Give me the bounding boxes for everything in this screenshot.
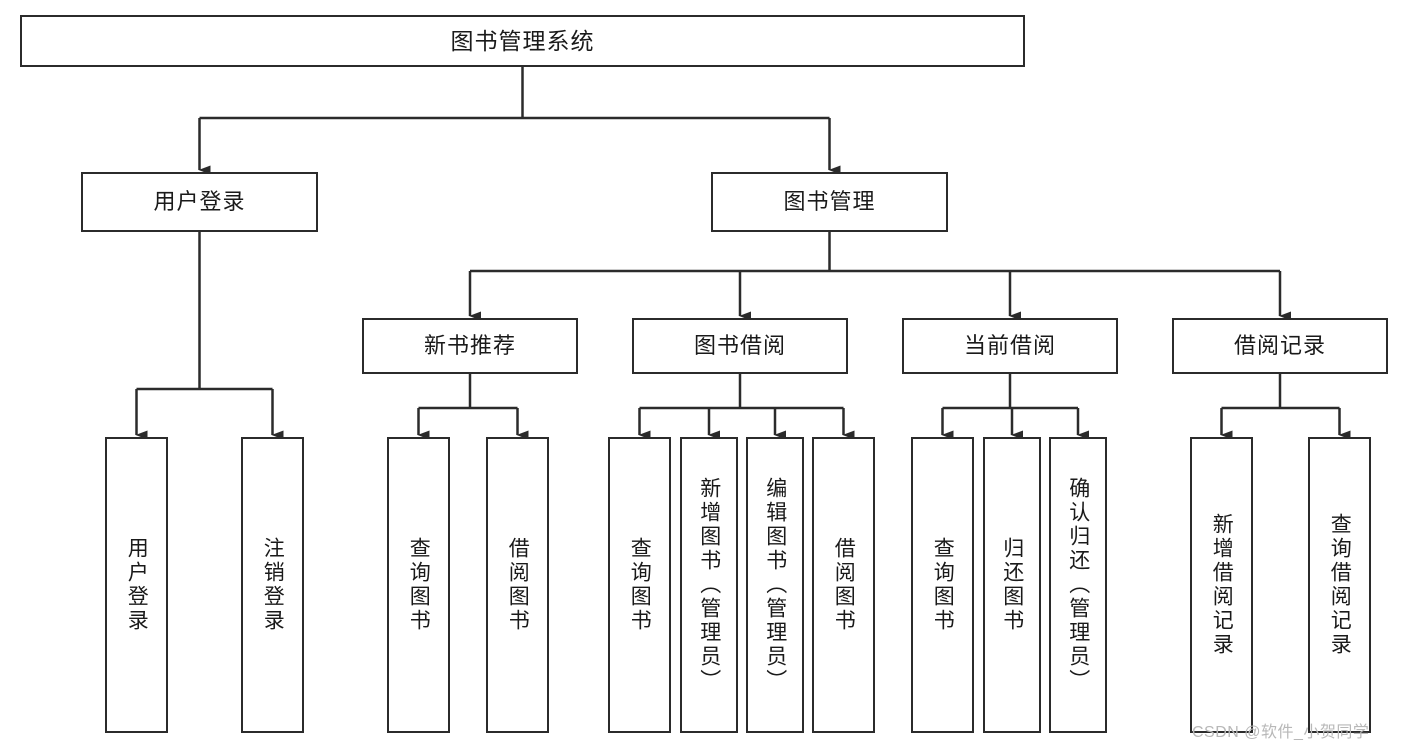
node-leaf-cb-query[interactable]: 查询图书	[911, 437, 974, 733]
node-label-root: 图书管理系统	[450, 27, 595, 54]
node-leaf-bb-query[interactable]: 查询图书	[608, 437, 671, 733]
node-leaf-bb-edit[interactable]: 编辑图书（管理员）	[746, 437, 804, 733]
node-leaf-login[interactable]: 用户登录	[105, 437, 168, 733]
node-leaf-br-add[interactable]: 新增借阅记录	[1190, 437, 1253, 733]
node-leaf-bb-add[interactable]: 新增图书（管理员）	[680, 437, 738, 733]
node-label-leaf-bb-edit: 编辑图书（管理员）	[763, 477, 787, 693]
node-book-manage[interactable]: 图书管理	[711, 172, 948, 232]
node-label-user-login: 用户登录	[153, 188, 246, 214]
node-root[interactable]: 图书管理系统	[20, 15, 1025, 67]
node-label-leaf-login: 用户登录	[125, 537, 149, 633]
node-leaf-cb-confirm[interactable]: 确认归还（管理员）	[1049, 437, 1107, 733]
node-label-leaf-cb-confirm: 确认归还（管理员）	[1066, 477, 1090, 693]
node-label-current-borrow: 当前借阅	[963, 332, 1056, 358]
node-leaf-cb-return[interactable]: 归还图书	[983, 437, 1041, 733]
node-user-login[interactable]: 用户登录	[81, 172, 318, 232]
node-label-leaf-br-query: 查询借阅记录	[1328, 513, 1352, 657]
node-label-borrow-record: 借阅记录	[1233, 332, 1326, 358]
node-label-leaf-logout: 注销登录	[261, 537, 285, 633]
node-leaf-bb-borrow[interactable]: 借阅图书	[812, 437, 875, 733]
node-book-borrow[interactable]: 图书借阅	[632, 318, 848, 374]
node-label-new-book-rec: 新书推荐	[423, 332, 516, 358]
node-label-leaf-cb-query: 查询图书	[931, 537, 955, 633]
node-new-book-rec[interactable]: 新书推荐	[362, 318, 578, 374]
node-borrow-record[interactable]: 借阅记录	[1172, 318, 1388, 374]
node-label-book-manage: 图书管理	[783, 188, 876, 214]
node-leaf-rec-borrow[interactable]: 借阅图书	[486, 437, 549, 733]
node-leaf-rec-query[interactable]: 查询图书	[387, 437, 450, 733]
watermark-text: CSDN @软件_小贺同学	[1192, 724, 1370, 741]
node-leaf-logout[interactable]: 注销登录	[241, 437, 304, 733]
node-leaf-br-query[interactable]: 查询借阅记录	[1308, 437, 1371, 733]
node-current-borrow[interactable]: 当前借阅	[902, 318, 1118, 374]
node-label-leaf-bb-borrow: 借阅图书	[832, 537, 856, 633]
node-label-leaf-rec-query: 查询图书	[407, 537, 431, 633]
node-label-leaf-rec-borrow: 借阅图书	[506, 537, 530, 633]
node-label-leaf-bb-add: 新增图书（管理员）	[697, 477, 721, 693]
node-label-leaf-br-add: 新增借阅记录	[1210, 513, 1234, 657]
node-label-book-borrow: 图书借阅	[693, 332, 786, 358]
node-label-leaf-cb-return: 归还图书	[1000, 537, 1024, 633]
node-label-leaf-bb-query: 查询图书	[628, 537, 652, 633]
